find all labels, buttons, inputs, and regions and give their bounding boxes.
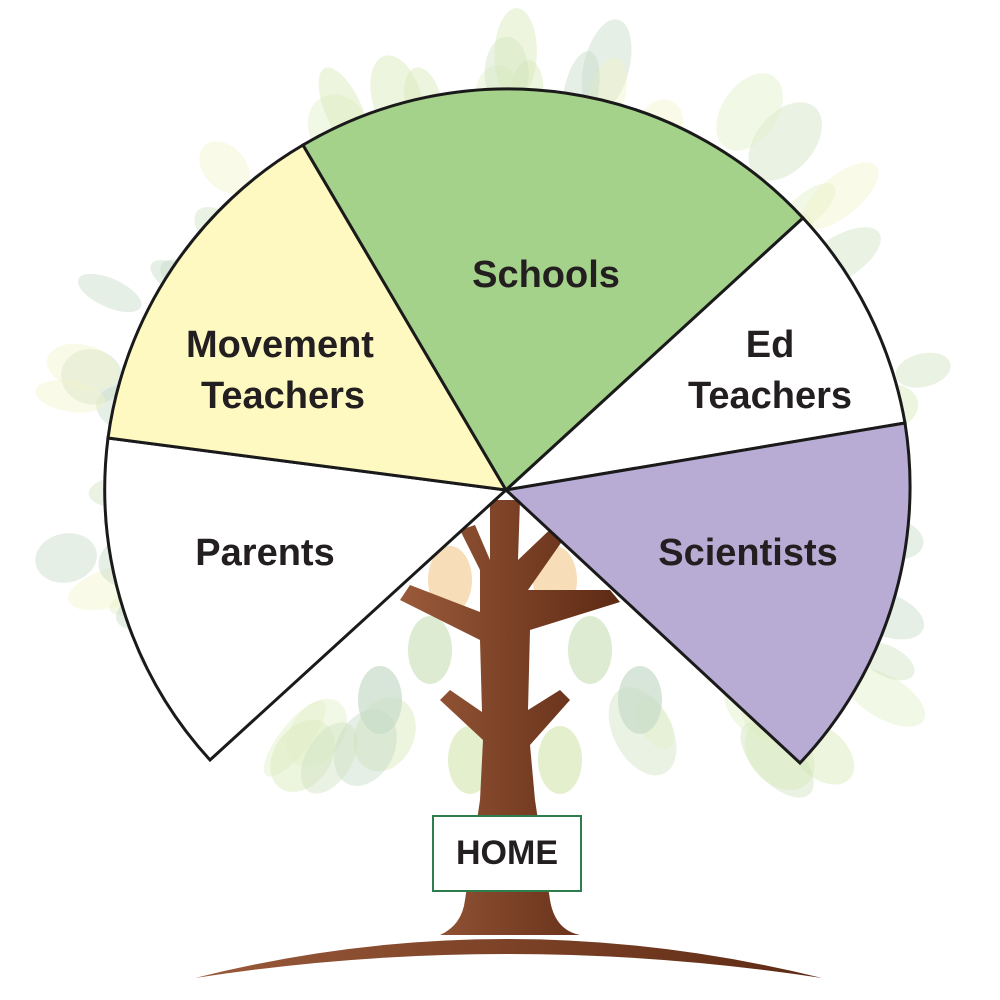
leaf-decoration (801, 162, 879, 230)
leaf-decoration (538, 726, 582, 794)
leaf-decoration (740, 721, 814, 798)
leaf-decoration (61, 349, 123, 405)
leaf-decoration (408, 616, 452, 684)
leaf-decoration (46, 343, 119, 391)
home-label: HOME (456, 834, 558, 872)
tree-trunk (400, 500, 620, 935)
leaf-decoration (300, 722, 358, 794)
leaf-decoration (270, 719, 336, 792)
ground (195, 939, 822, 978)
leaf-decoration (581, 19, 632, 113)
leaf-decoration (358, 666, 402, 734)
leaf-decoration (748, 102, 822, 181)
leaf-decoration (35, 380, 106, 413)
home-button[interactable]: HOME (432, 815, 582, 892)
segment-scientists[interactable] (502, 421, 912, 766)
leaf-decoration (77, 273, 142, 313)
leaf-decoration (716, 73, 783, 151)
segment-movement-teachers[interactable] (106, 142, 509, 492)
leaf-decoration (199, 141, 250, 194)
leaf-decoration (448, 726, 492, 794)
segment-parents[interactable] (103, 436, 510, 763)
leaf-decoration (35, 533, 97, 583)
segment-ed-teachers[interactable] (501, 215, 907, 493)
leaf-decoration (844, 667, 926, 727)
leaf-decoration (618, 666, 662, 734)
segment-schools[interactable] (300, 87, 806, 493)
leaf-decoration (568, 616, 612, 684)
leaf-decoration (895, 352, 951, 388)
leaf-decoration (263, 700, 326, 777)
leaf-decoration (286, 698, 348, 768)
leaf-decoration (494, 8, 537, 99)
